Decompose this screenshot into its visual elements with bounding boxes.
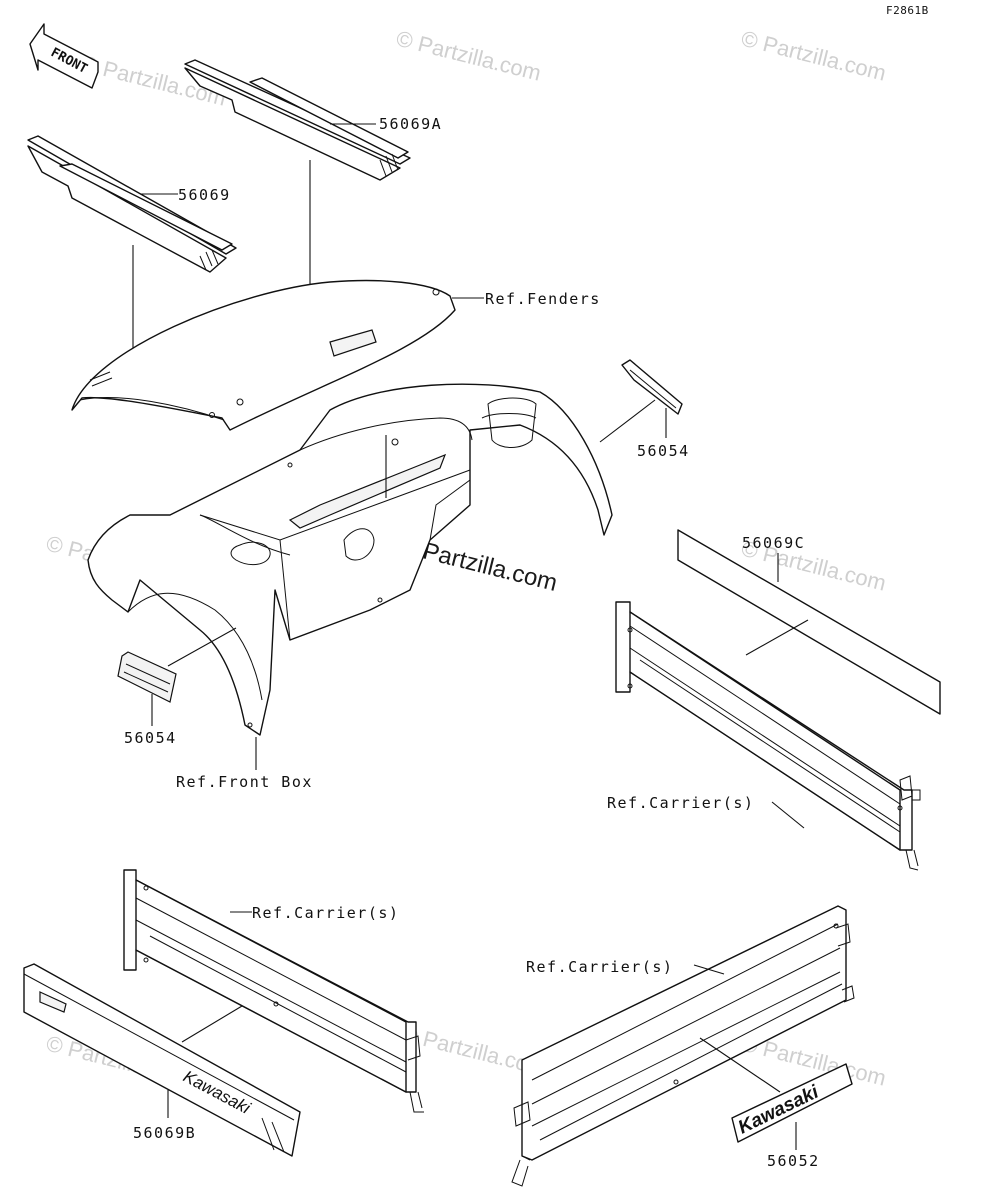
watermark: © Partzilla.com: [739, 26, 889, 86]
callout-56069C: 56069C: [742, 534, 805, 552]
leader-line: [745, 619, 809, 656]
leader-line: [167, 627, 237, 667]
decal-stripe-56069B: Kawasaki: [23, 963, 301, 1157]
callout-56069B: 56069B: [133, 1124, 196, 1142]
decal-56054-left: [117, 651, 177, 703]
leader-line: [181, 1005, 243, 1043]
decal-emblem-56052: Kawasaki: [731, 1063, 853, 1143]
callout-56069A: 56069A: [379, 115, 442, 133]
figure-code: F2861B: [886, 4, 929, 17]
callout-ref-carriers-bottom: Ref.Carrier(s): [526, 958, 673, 976]
decal-stripe-56069: [27, 135, 237, 273]
carrier-panel-right: [615, 601, 921, 871]
callout-ref-carriers-right: Ref.Carrier(s): [607, 794, 754, 812]
front-arrow-icon: FRONT: [29, 23, 99, 89]
front-box: [87, 383, 613, 736]
leader-line: [771, 801, 805, 829]
callout-56069: 56069: [178, 186, 231, 204]
carrier-panel-mid: [123, 869, 424, 1113]
leader-line: [599, 399, 656, 443]
leader-line: [693, 964, 725, 975]
fender-top: [71, 279, 456, 431]
callout-ref-fenders: Ref.Fenders: [485, 290, 601, 308]
carrier-panel-bottom: [511, 905, 855, 1187]
decal-56054-right: [621, 359, 683, 415]
callout-56054-left: 56054: [124, 729, 177, 747]
callout-ref-carriers-mid: Ref.Carrier(s): [252, 904, 399, 922]
callout-ref-front-box: Ref.Front Box: [176, 773, 313, 791]
decal-stripe-56069A: [184, 59, 411, 181]
watermark: © Partzilla.com: [394, 26, 544, 86]
decal-sheet-56069C: [677, 529, 941, 715]
leader-line: [699, 1037, 781, 1093]
callout-56054-right: 56054: [637, 442, 690, 460]
callout-56052: 56052: [767, 1152, 820, 1170]
